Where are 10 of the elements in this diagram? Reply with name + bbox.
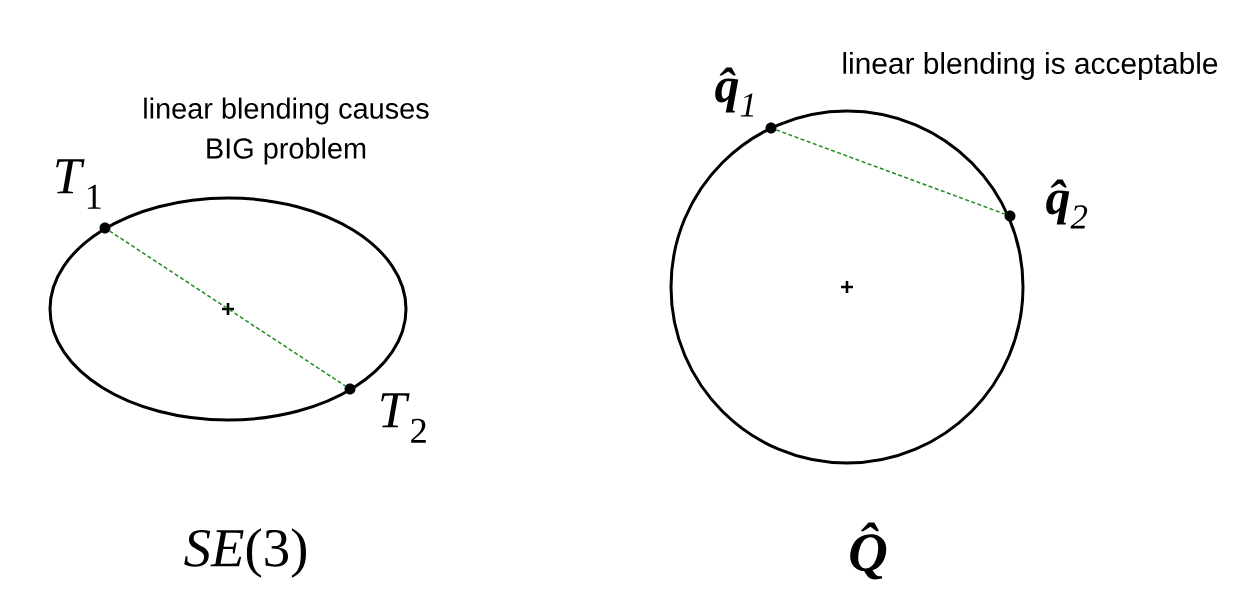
- point-label: q̂$_{2}$: [1046, 179, 1088, 229]
- space-label: SE(3): [184, 528, 306, 578]
- point-label: T$_{2}$: [381, 393, 426, 443]
- annotation: linear blending is acceptable: [843, 52, 1218, 80]
- point-label: T$_{1}$: [56, 159, 101, 209]
- chord-line: [108, 230, 347, 387]
- annotation: linear blending causes BIG problem: [144, 97, 429, 165]
- space-label: Q̂: [850, 522, 887, 580]
- chord-line: [775, 129, 1006, 215]
- point-label: q̂$_{1}$: [715, 67, 754, 117]
